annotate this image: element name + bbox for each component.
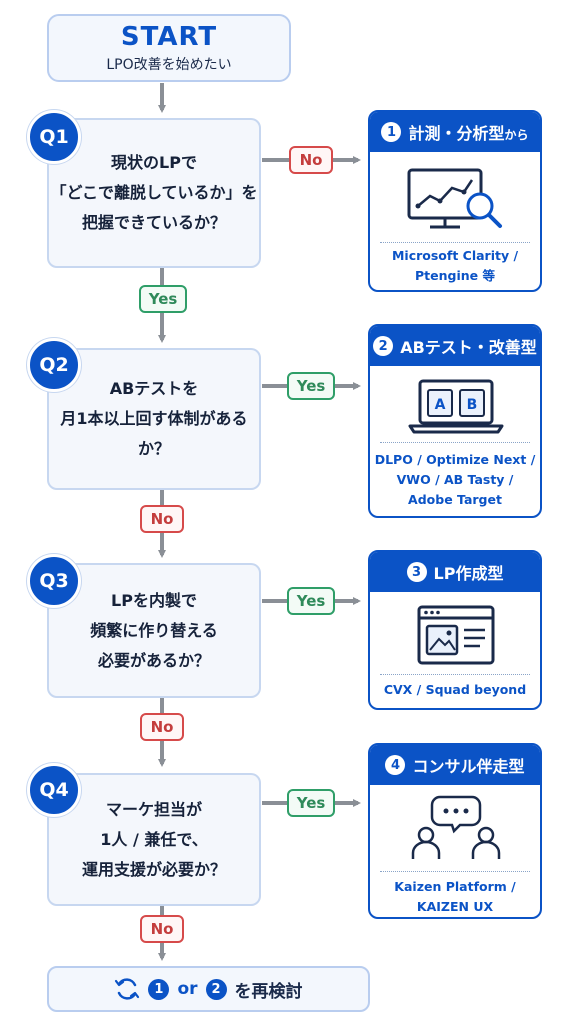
result-divider-3 bbox=[380, 674, 530, 675]
result-header-3: 3 LP作成型 bbox=[370, 552, 540, 592]
label-q3-no: No bbox=[140, 713, 184, 741]
label-q3-yes: Yes bbox=[287, 587, 335, 615]
result-card-4: 4 コンサル伴走型 Kaizen Platform / KAIZEN UX bbox=[368, 743, 542, 919]
question-box-q2: ABテストを 月1本以上回す体制があるか？ bbox=[47, 348, 261, 490]
result-title-1: 計測・分析型 bbox=[408, 124, 505, 143]
refresh-icon bbox=[115, 978, 140, 1000]
result-tools-3: CVX / Squad beyond bbox=[383, 682, 527, 697]
result-title-4: コンサル伴走型 bbox=[412, 757, 525, 776]
question-box-q3: LPを内製で 頻繁に作り替える 必要があるか？ bbox=[47, 563, 261, 698]
label-q4-yes: Yes bbox=[287, 789, 335, 817]
result-card-1: 1 計測・分析型から Microsoft Clarity / Ptengine … bbox=[368, 110, 542, 292]
page-builder-icon bbox=[417, 605, 495, 665]
question-text-q4: マーケ担当が 1人 / 兼任で、 運用支援が必要か？ bbox=[81, 799, 226, 879]
result-header-2: 2 ABテスト・改善型 bbox=[370, 326, 540, 366]
result-number-1: 1 bbox=[381, 122, 402, 142]
result-number-4: 4 bbox=[385, 755, 406, 775]
ab-label-a: A bbox=[435, 397, 446, 413]
start-title: START bbox=[120, 22, 218, 52]
question-text-q1: 現状のLPで 「どこで離脱しているか」を 把握できているか？ bbox=[50, 153, 258, 232]
result-card-2: 2 ABテスト・改善型 A B DLPO / Optimize Next / V… bbox=[368, 324, 542, 518]
label-q1-no: No bbox=[289, 146, 333, 174]
label-q2-no: No bbox=[140, 505, 184, 533]
start-node: START LPO改善を始めたい bbox=[47, 14, 291, 82]
result-tools-2: DLPO / Optimize Next / VWO / AB Tasty / … bbox=[374, 452, 536, 507]
question-badge-q1: Q1 bbox=[27, 110, 81, 164]
analytics-monitor-icon bbox=[407, 168, 502, 229]
question-badge-q3: Q3 bbox=[27, 554, 81, 608]
final-or: or bbox=[177, 979, 198, 999]
question-text-q2: ABテストを 月1本以上回す体制があるか？ bbox=[60, 379, 248, 458]
result-card-3: 3 LP作成型 CVX / Squad beyond bbox=[368, 550, 542, 710]
result-divider-4 bbox=[380, 871, 530, 872]
final-node: 1 or 2 を再検討 bbox=[47, 966, 370, 1012]
ab-label-b: B bbox=[467, 397, 478, 413]
result-divider-1 bbox=[380, 242, 530, 243]
result-tools-4: Kaizen Platform / KAIZEN UX bbox=[394, 879, 516, 914]
result-divider-2 bbox=[380, 442, 530, 443]
result-number-3: 3 bbox=[406, 562, 427, 582]
label-q1-yes: Yes bbox=[139, 285, 187, 313]
final-number-1: 1 bbox=[148, 978, 170, 1000]
start-subtitle: LPO改善を始めたい bbox=[106, 57, 232, 73]
result-suffix-1: から bbox=[504, 128, 529, 142]
result-tools-1: Microsoft Clarity / Ptengine 等 bbox=[391, 248, 519, 283]
final-text: を再検討 bbox=[234, 981, 303, 1002]
question-box-q4: マーケ担当が 1人 / 兼任で、 運用支援が必要か？ bbox=[47, 773, 261, 906]
question-badge-q4: Q4 bbox=[27, 763, 81, 817]
result-header-4: 4 コンサル伴走型 bbox=[370, 745, 540, 785]
result-header-1: 1 計測・分析型から bbox=[370, 112, 540, 152]
question-text-q3: LPを内製で 頻繁に作り替える 必要があるか？ bbox=[90, 590, 218, 670]
label-q2-yes: Yes bbox=[287, 372, 335, 400]
result-number-2: 2 bbox=[373, 336, 394, 356]
question-badge-q2: Q2 bbox=[27, 338, 81, 392]
final-number-2: 2 bbox=[205, 978, 227, 1000]
result-title-2: ABテスト・改善型 bbox=[400, 338, 537, 357]
question-box-q1: 現状のLPで 「どこで離脱しているか」を 把握できているか？ bbox=[47, 118, 261, 268]
result-title-3: LP作成型 bbox=[433, 564, 504, 583]
consulting-chat-icon bbox=[411, 795, 501, 859]
ab-test-laptop-icon: A B bbox=[408, 379, 504, 434]
label-q4-no: No bbox=[140, 915, 184, 943]
